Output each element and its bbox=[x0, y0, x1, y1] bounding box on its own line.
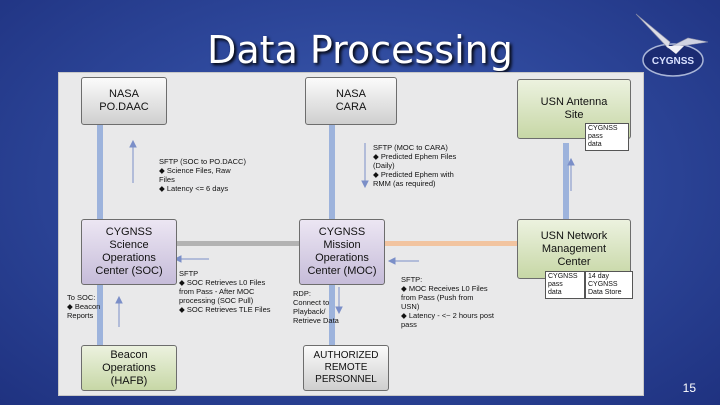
usn-antenna-label: USN Antenna Site bbox=[540, 96, 608, 121]
diagram-panel: NASA PO.DAAC NASA CARA USN Antenna Site … bbox=[58, 72, 644, 396]
usn-network-label: USN Network Management Center bbox=[540, 229, 608, 268]
pass-data-antenna-box: CYGNSS pass data bbox=[585, 123, 629, 151]
slide-title: Data Processing bbox=[207, 28, 513, 72]
link-antenna-network bbox=[563, 143, 569, 223]
remote-personnel-label: AUTHORIZED REMOTE PERSONNEL bbox=[313, 350, 379, 385]
moc-box: CYGNSS Mission Operations Center (MOC) bbox=[299, 219, 385, 285]
data-store-box: 14 day CYGNSS Data Store bbox=[585, 271, 633, 299]
usn-network-box: USN Network Management Center bbox=[517, 219, 631, 279]
arrow-up-beacon bbox=[115, 295, 123, 304]
nasa-cara-box: NASA CARA bbox=[305, 77, 397, 125]
nasa-cara-label: NASA CARA bbox=[335, 88, 367, 113]
link-podaac-soc bbox=[97, 111, 103, 219]
note-rdp: RDP: Connect to Playback/ Retrieve Data bbox=[293, 289, 339, 325]
pass-data-network-box: CYGNSS pass data bbox=[545, 271, 585, 299]
arrow-left-soc bbox=[173, 255, 182, 263]
arrow-up-antenna bbox=[567, 157, 575, 166]
beacon-label: Beacon Operations (HAFB) bbox=[102, 348, 156, 387]
arrow-up-podaac bbox=[129, 139, 137, 148]
arrow-down-remote bbox=[335, 306, 343, 315]
note-sftp-soc-moc: SFTP ◆ SOC Retrieves L0 Files from Pass … bbox=[179, 269, 271, 314]
link-soc-moc bbox=[177, 241, 299, 246]
nasa-podaac-label: NASA PO.DAAC bbox=[99, 88, 149, 113]
soc-label: CYGNSS Science Operations Center (SOC) bbox=[95, 226, 163, 277]
connection-lines bbox=[97, 111, 575, 345]
link-moc-network bbox=[385, 241, 517, 246]
link-soc-beacon bbox=[97, 279, 103, 345]
note-sftp-moc-cara: SFTP (MOC to CARA) ◆ Predicted Ephem Fil… bbox=[373, 143, 457, 188]
nasa-podaac-box: NASA PO.DAAC bbox=[81, 77, 167, 125]
cygnss-logo: CYGNSS bbox=[635, 13, 709, 77]
moc-label: CYGNSS Mission Operations Center (MOC) bbox=[307, 226, 377, 277]
note-to-soc: To SOC: ◆ Beacon Reports bbox=[67, 293, 101, 320]
page-number: 15 bbox=[682, 381, 696, 395]
beacon-box: Beacon Operations (HAFB) bbox=[81, 345, 177, 391]
link-moc-remote bbox=[329, 279, 335, 345]
remote-personnel-box: AUTHORIZED REMOTE PERSONNEL bbox=[303, 345, 389, 391]
logo-text: CYGNSS bbox=[652, 56, 695, 67]
arrow-left-moc bbox=[387, 257, 396, 265]
note-sftp-soc-podaac: SFTP (SOC to PO.DACC) ◆ Science Files, R… bbox=[159, 157, 246, 193]
arrow-down-cara bbox=[361, 180, 369, 189]
note-sftp-moc-usn: SFTP: ◆ MOC Receives L0 Files from Pass … bbox=[401, 275, 494, 329]
link-cara-moc bbox=[329, 111, 335, 219]
soc-box: CYGNSS Science Operations Center (SOC) bbox=[81, 219, 177, 285]
